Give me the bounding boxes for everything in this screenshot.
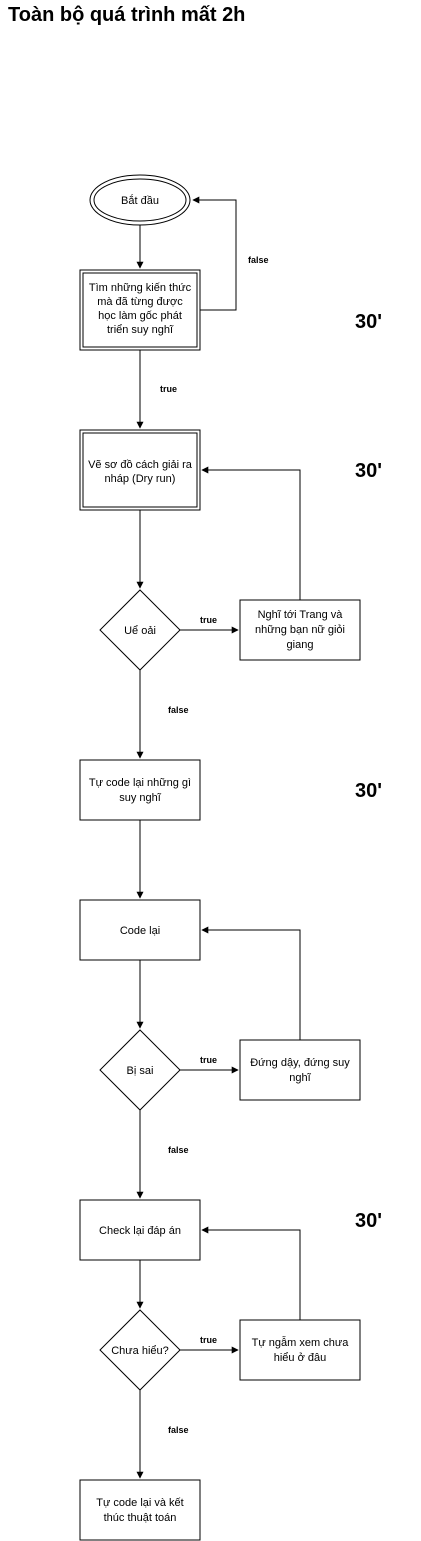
node-find-knowledge: Tìm những kiến thức mà đã từng được học …: [79, 269, 201, 351]
node-think-trang-line-3: giang: [287, 639, 314, 651]
node-recode: Code lại: [79, 899, 201, 961]
node-finish-line-1: Tự code lại và kết: [96, 1497, 183, 1509]
node-finish-line-2: thúc thuật toán: [104, 1512, 177, 1524]
node-stand-up: Đứng dậy, đứng suy nghĩ: [239, 1039, 361, 1101]
node-self-code-line-2: suy nghĩ: [119, 792, 162, 804]
edge-label-lazy-false: false: [168, 705, 189, 715]
edges: [136, 196, 301, 1479]
node-finish: Tự code lại và kết thúc thuật toán: [79, 1479, 201, 1541]
node-find-knowledge-line-4: triển suy nghĩ: [107, 324, 174, 336]
edge-label-wrong-false: false: [168, 1145, 189, 1155]
time-labels: 30' 30' 30' 30': [355, 311, 382, 1232]
node-lazy-label: Uể oải: [124, 625, 156, 637]
node-check-answer: Check lại đáp án: [79, 1199, 201, 1261]
node-not-understood-label: Chưa hiểu?: [111, 1345, 169, 1357]
node-stand-up-line-1: Đứng dậy, đứng suy: [250, 1057, 350, 1069]
node-self-code-line-1: Tự code lại những gì: [89, 777, 191, 789]
node-not-understood-decision: Chưa hiểu?: [99, 1309, 181, 1391]
edge-label-notunderstood-false: false: [168, 1425, 189, 1435]
node-wrong-decision: Bị sai: [99, 1029, 181, 1111]
node-start-label: Bắt đầu: [121, 194, 159, 207]
edge-label-notunderstood-true: true: [200, 1335, 217, 1345]
edge-reflect-back: [201, 1226, 301, 1320]
node-find-knowledge-line-1: Tìm những kiến thức: [89, 282, 192, 294]
node-wrong-label: Bị sai: [127, 1065, 154, 1077]
edge-trang-back: [201, 466, 301, 600]
page-title: Toàn bộ quá trình mất 2h: [8, 4, 246, 26]
node-draw-solution-line-1: Vẽ sơ đồ cách giải ra: [88, 459, 193, 471]
edge-label-lazy-true: true: [200, 615, 217, 625]
node-self-reflect: Tự ngẫm xem chưa hiểu ở đâu: [239, 1319, 361, 1381]
node-find-knowledge-line-2: mà đã từng được: [97, 296, 183, 308]
node-think-trang-line-2: những bạn nữ giỏi: [255, 624, 345, 636]
node-find-knowledge-line-3: học làm gốc phát: [98, 310, 182, 322]
node-draw-solution-line-2: nháp (Dry run): [105, 473, 176, 485]
edge-label-to-draw-true: true: [160, 384, 177, 394]
edge-labels: false true true false true false true fa…: [160, 255, 269, 1435]
node-think-trang: Nghĩ tới Trang và những bạn nữ giỏi gian…: [239, 599, 361, 661]
node-self-code: Tự code lại những gì suy nghĩ: [79, 759, 201, 821]
time-label-1: 30': [355, 311, 382, 333]
node-recode-label: Code lại: [120, 925, 160, 937]
node-self-reflect-line-2: hiểu ở đâu: [274, 1352, 326, 1364]
time-label-3: 30': [355, 780, 382, 802]
edge-label-wrong-true: true: [200, 1055, 217, 1065]
edge-standup-back: [201, 926, 301, 1040]
time-label-2: 30': [355, 460, 382, 482]
edge-find-loop-false: [192, 196, 237, 311]
node-check-answer-label: Check lại đáp án: [99, 1225, 181, 1237]
node-self-reflect-line-1: Tự ngẫm xem chưa: [252, 1336, 350, 1349]
node-stand-up-line-2: nghĩ: [289, 1072, 311, 1084]
node-start: Bắt đầu: [89, 174, 191, 226]
node-think-trang-line-1: Nghĩ tới Trang và: [258, 609, 344, 621]
node-draw-solution: Vẽ sơ đồ cách giải ra nháp (Dry run): [79, 429, 201, 511]
edge-label-start-loop-false: false: [248, 255, 269, 265]
node-lazy-decision: Uể oải: [99, 589, 181, 671]
time-label-4: 30': [355, 1210, 382, 1232]
